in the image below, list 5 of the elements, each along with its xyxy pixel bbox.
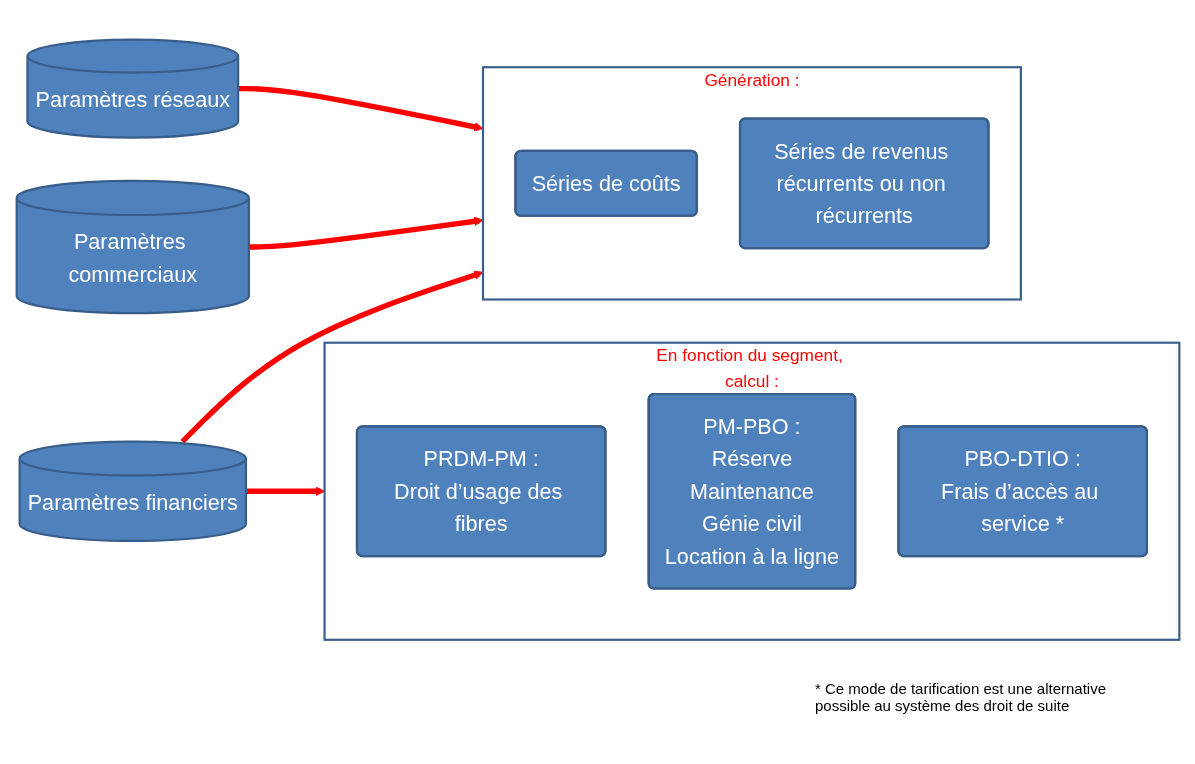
arrow xyxy=(245,486,325,497)
arrow xyxy=(180,270,483,444)
arrow xyxy=(237,86,483,132)
arrow xyxy=(248,216,483,250)
footnote: * Ce mode de tarification est une alternative possible au système des droit de suite xyxy=(815,680,1107,714)
